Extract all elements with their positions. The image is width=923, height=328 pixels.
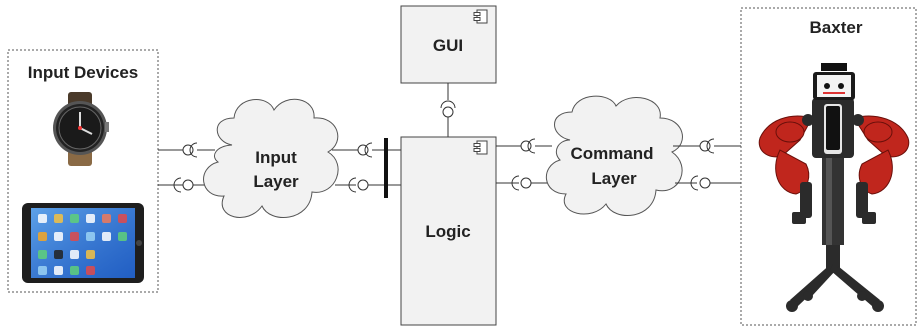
interface-bar — [384, 138, 388, 198]
input-devices-title: Input Devices — [28, 63, 139, 82]
smartwatch-icon — [53, 92, 109, 166]
logic-label: Logic — [425, 222, 470, 241]
component-icon — [473, 140, 488, 155]
component-icon — [473, 9, 488, 24]
command-layer-label-line1: Command — [570, 144, 653, 163]
connector-command-layer-to-baxter-bottom — [675, 175, 741, 191]
gui-component: GUI — [400, 5, 497, 84]
robot-icon — [758, 63, 910, 312]
connector-input-layer-to-logic-top — [332, 142, 385, 158]
connector-logic-to-command-layer-bottom — [496, 175, 556, 191]
baxter-panel: Baxter — [740, 7, 917, 326]
command-layer-label-line2: Layer — [591, 169, 637, 188]
connector-input-layer-to-logic-bottom — [335, 177, 385, 193]
connector-logic-to-command-layer-top — [496, 138, 552, 154]
input-layer-cloud: Input Layer — [203, 98, 339, 218]
connector-gui-to-logic — [440, 83, 456, 137]
connector-command-layer-to-baxter-top — [673, 138, 741, 154]
input-devices-panel: Input Devices — [7, 49, 159, 293]
connector-devices-to-input-layer-top — [158, 142, 215, 158]
tablet-icon — [22, 203, 144, 283]
gui-label: GUI — [433, 36, 463, 55]
command-layer-cloud: Command Layer — [545, 95, 683, 216]
input-layer-label-line2: Layer — [253, 172, 299, 191]
input-layer-label-line1: Input — [255, 148, 297, 167]
baxter-title: Baxter — [810, 18, 863, 37]
logic-component: Logic — [400, 136, 497, 326]
